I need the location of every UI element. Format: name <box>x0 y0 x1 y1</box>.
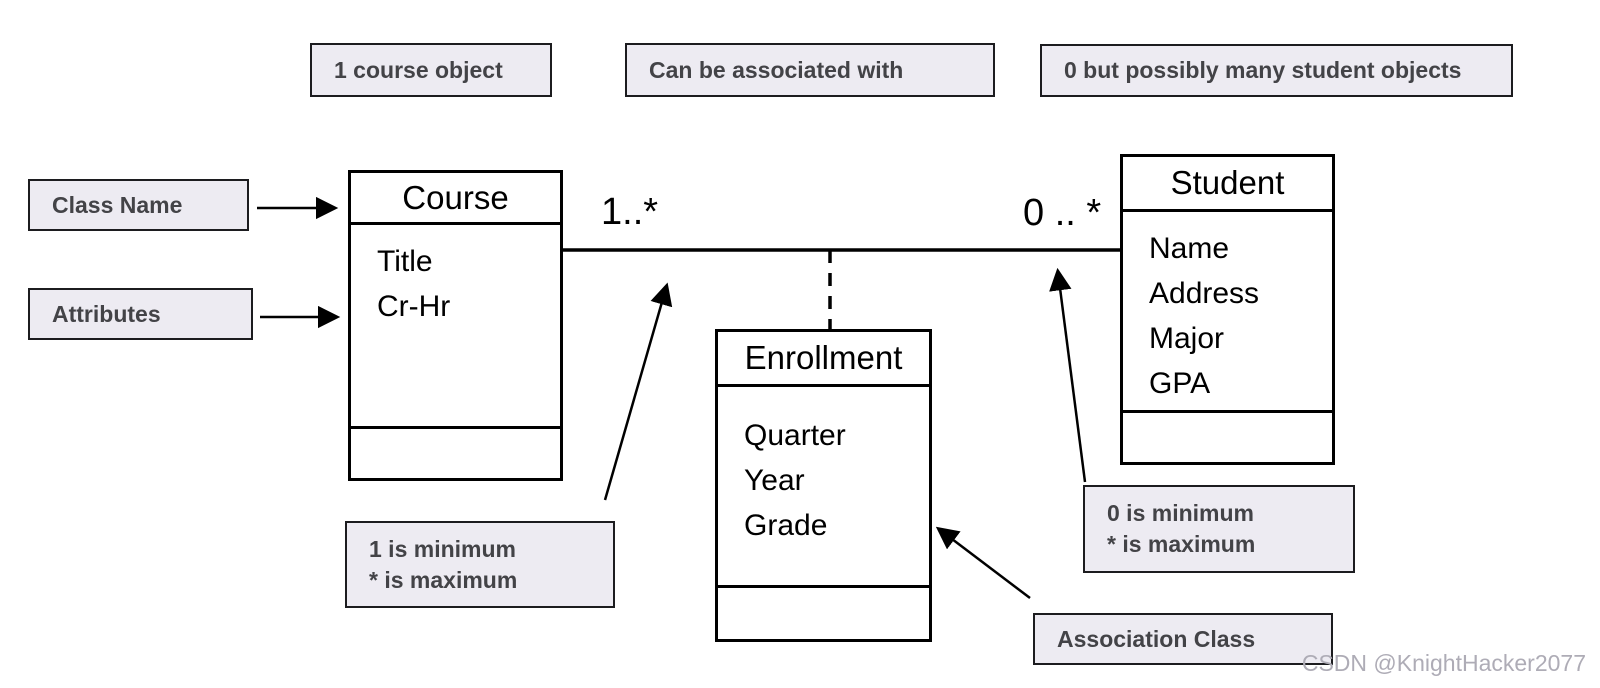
multiplicity-student-side: 0 .. * <box>1023 192 1102 234</box>
class-enrollment-attr: Year <box>744 464 805 497</box>
class-enrollment-attr: Grade <box>744 509 828 542</box>
callout-student-objects: 0 but possibly many student objects <box>1040 44 1513 97</box>
callout-class-name: Class Name <box>28 179 249 231</box>
callout-min1: 1 is minimum * is maximum <box>345 521 615 608</box>
callout-can-be-associated-label: Can be associated with <box>649 56 904 83</box>
class-enrollment-name: Enrollment <box>718 332 929 387</box>
class-student-methods <box>1123 413 1332 462</box>
callout-min0-line1: 0 is minimum <box>1107 500 1254 526</box>
class-student-name: Student <box>1123 157 1332 212</box>
callout-course-object-label: 1 course object <box>334 56 503 83</box>
callout-min1-line1: 1 is minimum <box>369 535 516 562</box>
class-student-attr: Name <box>1149 232 1230 265</box>
class-course-name: Course <box>351 173 560 225</box>
watermark: CSDN @KnightHacker2077 <box>1301 650 1586 676</box>
callout-min0: 0 is minimum * is maximum <box>1083 485 1355 573</box>
class-box-student: Student Name Address Major GPA <box>1120 154 1335 465</box>
class-student-attr: Address <box>1149 277 1260 310</box>
callout-association-class: Association Class <box>1033 613 1333 665</box>
class-course-attr: Title <box>377 245 433 278</box>
class-student-attr: Major <box>1149 322 1225 355</box>
arrow-min1-to-multiplicity <box>603 282 673 501</box>
callout-association-class-label: Association Class <box>1057 625 1256 652</box>
class-course-methods <box>351 429 560 478</box>
class-enrollment-attributes: Quarter Year Grade <box>718 387 929 588</box>
arrow-association-class-to-enrollment <box>935 526 1031 599</box>
class-box-enrollment: Enrollment Quarter Year Grade <box>715 329 932 642</box>
multiplicity-course-side: 1..* <box>601 191 659 233</box>
class-enrollment-attr: Quarter <box>744 419 846 452</box>
callout-course-object: 1 course object <box>310 43 552 97</box>
class-enrollment-methods <box>718 588 929 639</box>
callout-can-be-associated: Can be associated with <box>625 43 995 97</box>
class-course-attr: Cr-Hr <box>377 290 451 323</box>
class-student-attributes: Name Address Major GPA <box>1123 212 1332 413</box>
class-course-attributes: Title Cr-Hr <box>351 225 560 429</box>
callout-class-name-label: Class Name <box>52 191 183 218</box>
callout-student-objects-label: 0 but possibly many student objects <box>1064 57 1462 83</box>
callout-attributes-label: Attributes <box>52 300 161 327</box>
arrow-min0-to-multiplicity <box>1049 267 1087 483</box>
class-box-course: Course Title Cr-Hr <box>348 170 563 481</box>
callout-min0-line2: * is maximum <box>1107 531 1256 557</box>
callout-min1-line2: * is maximum <box>369 566 518 593</box>
class-student-attr: GPA <box>1149 367 1211 400</box>
callout-attributes: Attributes <box>28 288 253 340</box>
